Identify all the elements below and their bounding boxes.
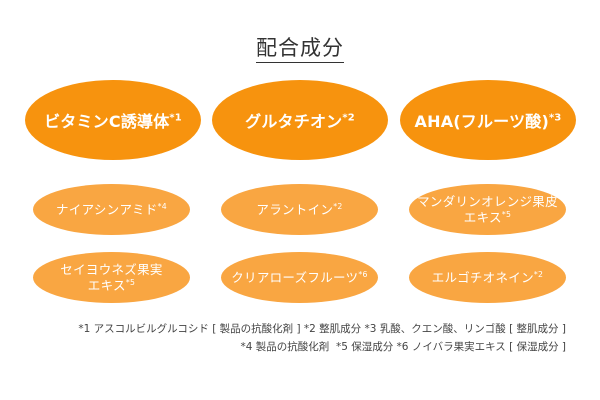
footnote-marker: *2 [342,112,355,124]
footnotes: *1 アスコルビルグルコシド [ 製品の抗酸化剤 ] *2 整肌成分 *3 乳酸… [78,320,566,356]
ingredient-name: AHA(フルーツ酸) [414,112,549,131]
ingredient-name: グルタチオン [245,112,343,131]
footnote-marker: *5 [125,277,136,287]
footnote-marker: *6 [358,269,368,279]
ingredient-name-line1: セイヨウネズ果実 [60,261,163,277]
ingredient-badge-primary: グルタチオン*2 [212,80,388,160]
footnote-marker: *2 [333,201,343,211]
ingredient-badge-secondary: エルゴチオネイン*2 [409,252,566,303]
ingredient-name-line2: エキス [463,209,502,225]
ingredient-name: ビタミンC誘導体 [44,112,170,131]
ingredient-name: ナイアシンアミド [55,201,158,217]
ingredient-name: エルゴチオネイン [431,269,534,285]
ingredient-badge-primary: AHA(フルーツ酸)*3 [400,80,576,160]
footnote-marker: *4 [157,201,168,211]
footnote-line-2: *4 製品の抗酸化剤 *5 保湿成分 *6 ノイバラ果実エキス [ 保湿成分 ] [240,341,567,353]
title-text: 配合成分 [256,35,344,63]
ingredient-badge-secondary: アラントイン*2 [221,184,378,235]
ingredient-badge-secondary: ナイアシンアミド*4 [33,184,190,235]
ingredient-badge-secondary: クリアローズフルーツ*6 [221,252,378,303]
footnote-line-1: *1 アスコルビルグルコシド [ 製品の抗酸化剤 ] *2 整肌成分 *3 乳酸… [78,323,566,335]
ingredient-badge-secondary: マンダリンオレンジ果皮エキス*5 [409,184,566,235]
footnote-marker: *1 [169,112,182,124]
footnote-marker: *2 [533,269,544,279]
page-title: 配合成分 [0,35,600,63]
ingredient-badge-primary: ビタミンC誘導体*1 [25,80,201,160]
ingredient-badge-secondary: セイヨウネズ果実エキス*5 [33,252,190,303]
ingredient-name: クリアローズフルーツ [231,269,359,285]
footnote-marker: *5 [501,209,512,219]
footnote-marker: *3 [548,112,562,124]
ingredient-name-line1: マンダリンオレンジ果皮 [417,193,558,209]
ingredient-name-line2: エキス [87,277,126,293]
ingredient-name: アラントイン [256,201,334,217]
